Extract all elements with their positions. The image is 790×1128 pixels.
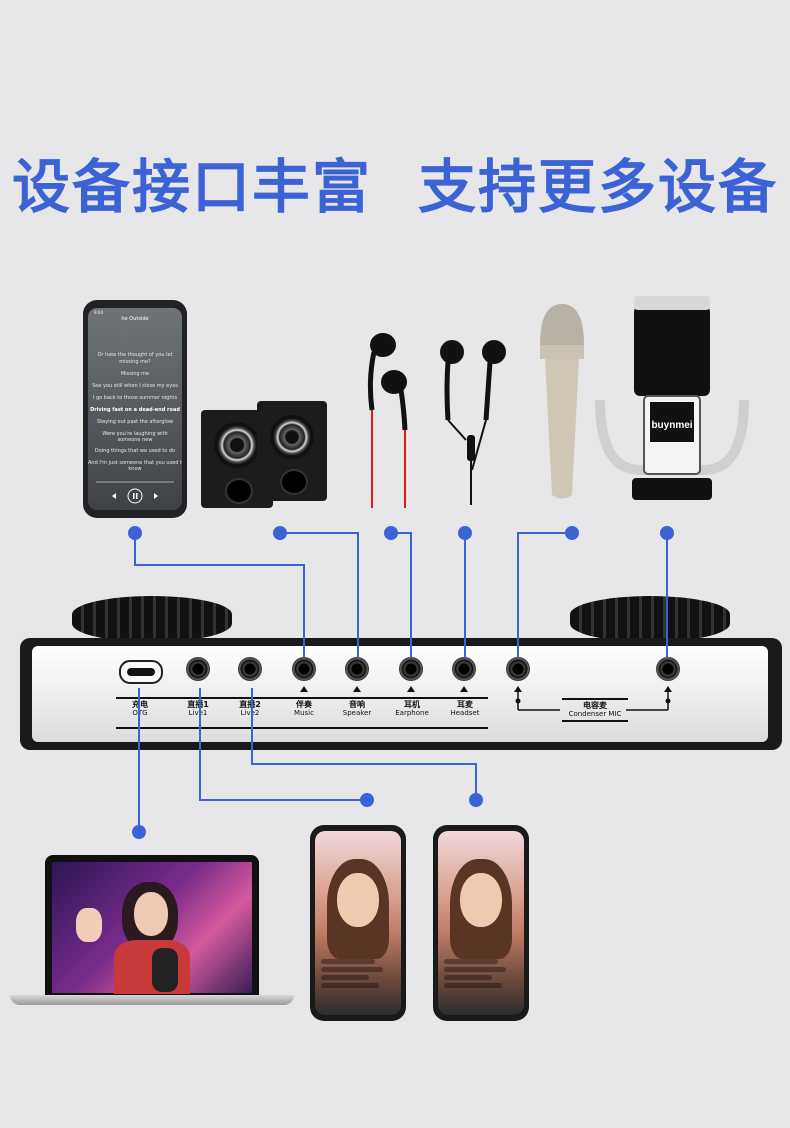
laptop-base bbox=[10, 995, 294, 1005]
speaker-port bbox=[225, 478, 253, 504]
jack-headset[interactable] bbox=[452, 657, 476, 681]
headline: 设备接口丰富支持更多设备 bbox=[0, 140, 790, 224]
arrow-up-icon bbox=[514, 686, 522, 692]
live-comment bbox=[321, 975, 369, 980]
lyric-line: And I'm just someone that you used to bbox=[88, 460, 182, 466]
jack-condenser-1[interactable] bbox=[506, 657, 530, 681]
live-phone-2 bbox=[433, 825, 529, 1021]
streamer-face bbox=[337, 873, 379, 927]
laptop-screen bbox=[52, 862, 252, 994]
red-earphones-icon bbox=[367, 333, 408, 508]
speaker-right bbox=[257, 401, 327, 501]
arrow-up-icon bbox=[407, 686, 415, 692]
lyric-line: Or hate the thought of you let bbox=[97, 352, 173, 358]
live-phone-screen bbox=[315, 831, 401, 1015]
streamer-face bbox=[134, 892, 168, 936]
music-phone-screen: 9:04 he Outside Or hate the thought of y… bbox=[88, 308, 182, 510]
lyric-line: Missing me bbox=[120, 371, 150, 377]
dynamic-microphone-icon bbox=[540, 304, 584, 499]
live-phone-1 bbox=[310, 825, 406, 1021]
arrow-up-icon bbox=[460, 686, 468, 692]
label-strip bbox=[116, 697, 488, 729]
lyric-line: See you still when I close my eyes bbox=[92, 383, 178, 389]
arrow-up-icon bbox=[664, 686, 672, 692]
jack-condenser-2[interactable] bbox=[656, 657, 680, 681]
laptop bbox=[45, 855, 259, 997]
lyric-line: Doing things that we used to do bbox=[94, 448, 176, 454]
music-phone: 9:04 he Outside Or hate the thought of y… bbox=[83, 300, 187, 518]
lyric-line: someone new bbox=[117, 437, 153, 443]
speaker-cone-icon bbox=[270, 415, 314, 459]
knob-left[interactable] bbox=[72, 596, 232, 642]
usb-c-port[interactable] bbox=[119, 660, 163, 684]
condenser-bracket bbox=[515, 692, 671, 711]
condenser-microphone-icon bbox=[595, 296, 749, 500]
lyric-line-current: Driving fast on a dead-end road bbox=[90, 407, 180, 413]
jack-speaker[interactable] bbox=[345, 657, 369, 681]
mic-brand: buynmei bbox=[651, 420, 692, 431]
live-comment bbox=[321, 959, 375, 964]
arrow-up-icon bbox=[353, 686, 361, 692]
headline-left: 设备接口丰富 bbox=[11, 153, 372, 221]
jack-live1[interactable] bbox=[186, 657, 210, 681]
headline-right: 支持更多设备 bbox=[418, 153, 779, 221]
lyric-line: missing me? bbox=[119, 359, 151, 365]
lyric-line: Staying out past the afterglow bbox=[97, 419, 173, 425]
jack-music[interactable] bbox=[292, 657, 316, 681]
speaker-cone-icon bbox=[214, 422, 260, 468]
live-comment bbox=[321, 967, 383, 972]
live-comment bbox=[444, 975, 492, 980]
song-title: he Outside bbox=[121, 316, 149, 322]
arrow-up-icon bbox=[300, 686, 308, 692]
headset-earphones-icon bbox=[440, 340, 506, 505]
phone-time: 9:04 bbox=[94, 310, 103, 315]
jack-live2[interactable] bbox=[238, 657, 262, 681]
jack-earphone[interactable] bbox=[399, 657, 423, 681]
live-comment bbox=[444, 983, 502, 988]
lyric-line: I go back to those summer nights bbox=[92, 395, 178, 401]
lyric-line: Were you're laughing with bbox=[102, 431, 168, 437]
live-comment bbox=[321, 983, 379, 988]
player-controls bbox=[96, 481, 174, 504]
live-phone-screen bbox=[438, 831, 524, 1015]
knob-right[interactable] bbox=[570, 596, 730, 642]
streamer-face bbox=[460, 873, 502, 927]
lyric-line: know bbox=[128, 466, 142, 472]
live-comment bbox=[444, 967, 506, 972]
studio-mic-icon bbox=[152, 948, 178, 992]
speaker-port bbox=[280, 469, 308, 495]
live-comment bbox=[444, 959, 498, 964]
waving-hand bbox=[76, 908, 102, 942]
